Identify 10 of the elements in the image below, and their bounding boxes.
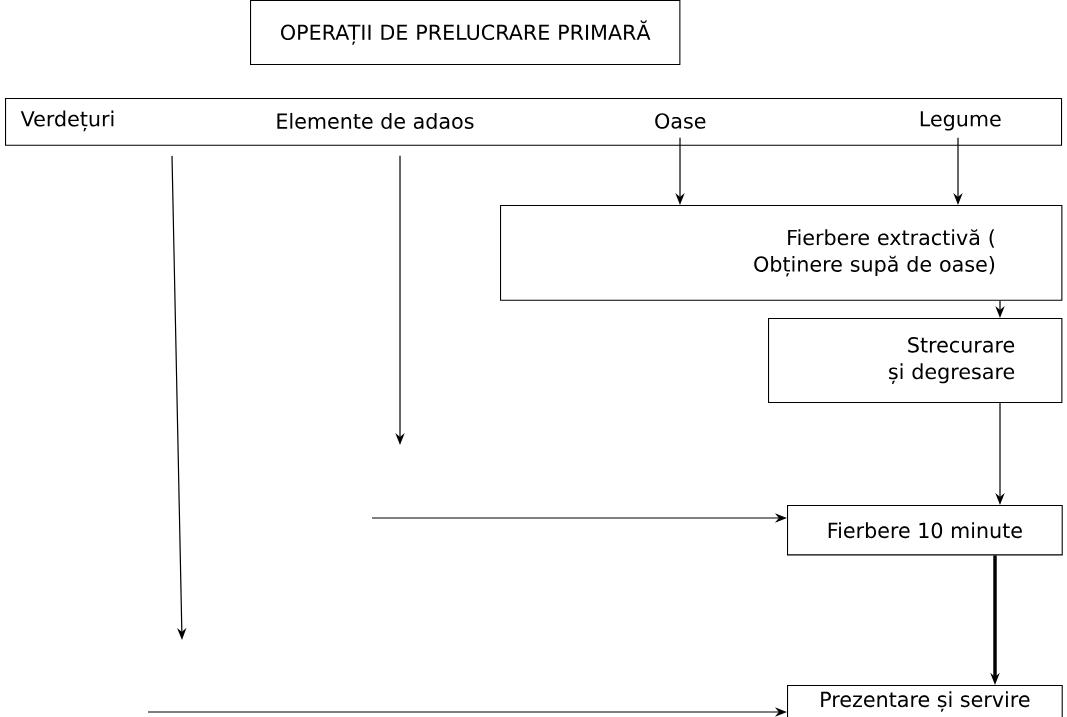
process-box: Strecurare și degresare xyxy=(768,318,1063,404)
category-label: Elemente de adaos xyxy=(277,112,474,129)
process-box: Prezentare și servire xyxy=(787,685,1063,717)
category-label: Legume xyxy=(920,111,1001,131)
process-box: Fierbere 10 minute xyxy=(787,505,1063,556)
process-box: Fierbere extractivă ( Obținere supă de oase) xyxy=(500,205,1063,301)
process-box: OPERAȚII DE PRELUCRARE PRIMARĂ xyxy=(250,0,681,66)
category-label: Verdețuri xyxy=(20,110,114,132)
category-band xyxy=(5,98,1063,146)
category-label: Oase xyxy=(655,113,706,129)
